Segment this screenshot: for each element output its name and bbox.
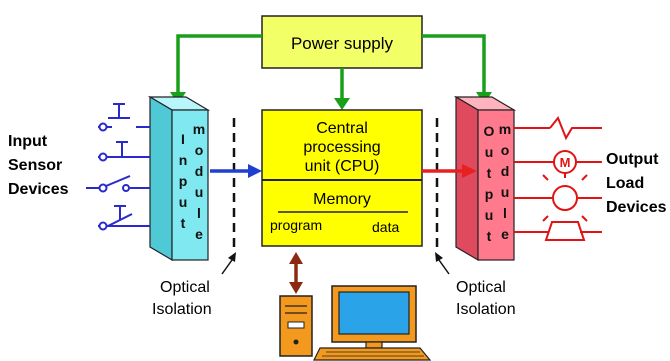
memory-program-label: program (270, 217, 322, 233)
memory-data-label: data (372, 219, 399, 235)
input-devices-label-line2: Sensor (8, 157, 62, 174)
input-module-letter: p (179, 173, 188, 189)
cpu-label-line2: processing (303, 139, 380, 156)
input-module-side (149, 95, 173, 262)
power-to-output-arrow (422, 34, 486, 94)
output-devices-label-line1: Output (606, 151, 659, 168)
power-supply-box (261, 15, 423, 69)
cpu-label-line1: Central (316, 120, 368, 137)
input-module-letter: u (195, 184, 204, 200)
input-module-letter: l (197, 205, 201, 221)
input-devices-label-line1: Input (8, 133, 48, 150)
power-distribution-arrows (176, 34, 486, 100)
isolation-left-pointer (221, 259, 233, 275)
input-module-front (171, 109, 209, 261)
input-sensor-switches (86, 103, 150, 231)
programming-computer (279, 285, 432, 361)
output-heater-symbol (514, 116, 602, 141)
memory-label: Memory (313, 191, 371, 208)
input-module-letter: u (179, 194, 188, 210)
isolation-left-label-line1: Optical (160, 279, 210, 296)
output-module-letter: t (487, 228, 492, 244)
isolation-right-label-line1: Optical (456, 279, 506, 296)
input-module-letter: m (193, 121, 205, 137)
sensor-pressure-switch (98, 205, 150, 231)
output-load-devices (514, 116, 602, 241)
input-to-cpu-arrowhead (248, 164, 262, 178)
output-module-letter: u (501, 184, 510, 200)
input-devices-label-line3: Devices (8, 181, 69, 198)
input-module-letter: d (195, 163, 204, 179)
motor-symbol-label: M (560, 155, 571, 170)
input-module-letter: o (195, 142, 204, 158)
input-module-letter: I (181, 131, 185, 147)
output-module-front (477, 109, 515, 261)
sensor-pushbutton-nc (98, 141, 150, 162)
isolation-left-pointer-head (228, 252, 236, 262)
output-module-letter: m (499, 121, 511, 137)
computer-monitor (331, 285, 417, 349)
output-module-side (455, 95, 479, 262)
cpu-label-line3: unit (CPU) (305, 158, 380, 175)
output-module-letter: o (501, 142, 510, 158)
sensor-limit-switch (86, 175, 150, 193)
output-module-letter: u (485, 207, 494, 223)
input-module-letter: n (179, 152, 188, 168)
output-devices-label-line2: Load (606, 175, 644, 192)
isolation-right-label-line2: Isolation (456, 301, 516, 318)
input-module-letter: t (181, 215, 186, 231)
cpu-to-computer-arrowhead-up (289, 252, 303, 264)
output-lamp-symbol (514, 172, 602, 222)
output-module-letter: t (487, 165, 492, 181)
output-horn-symbol (514, 221, 602, 241)
power-to-input-arrow (176, 34, 262, 94)
output-module-letter: O (484, 123, 495, 139)
output-module-letter: l (503, 205, 507, 221)
computer-keyboard (313, 347, 432, 361)
input-module-letter: e (195, 226, 203, 242)
output-module-letter: u (485, 144, 494, 160)
computer-tower (279, 295, 313, 357)
cpu-to-computer-arrowhead-down (289, 282, 303, 294)
isolation-right-pointer-head (435, 252, 443, 262)
output-module-letter: d (501, 163, 510, 179)
isolation-right-pointer (438, 259, 450, 275)
sensor-pushbutton-no (98, 103, 150, 132)
output-motor-symbol (514, 150, 602, 174)
cpu-box (261, 109, 423, 247)
cpu-to-output-arrowhead (462, 164, 477, 178)
isolation-left-label-line2: Isolation (152, 301, 212, 318)
output-module-letter: p (485, 186, 494, 202)
output-module-letter: e (501, 226, 509, 242)
arrowhead-cpu-power (334, 98, 350, 110)
output-devices-label-line3: Devices (606, 199, 667, 216)
power-supply-label: Power supply (291, 34, 394, 53)
